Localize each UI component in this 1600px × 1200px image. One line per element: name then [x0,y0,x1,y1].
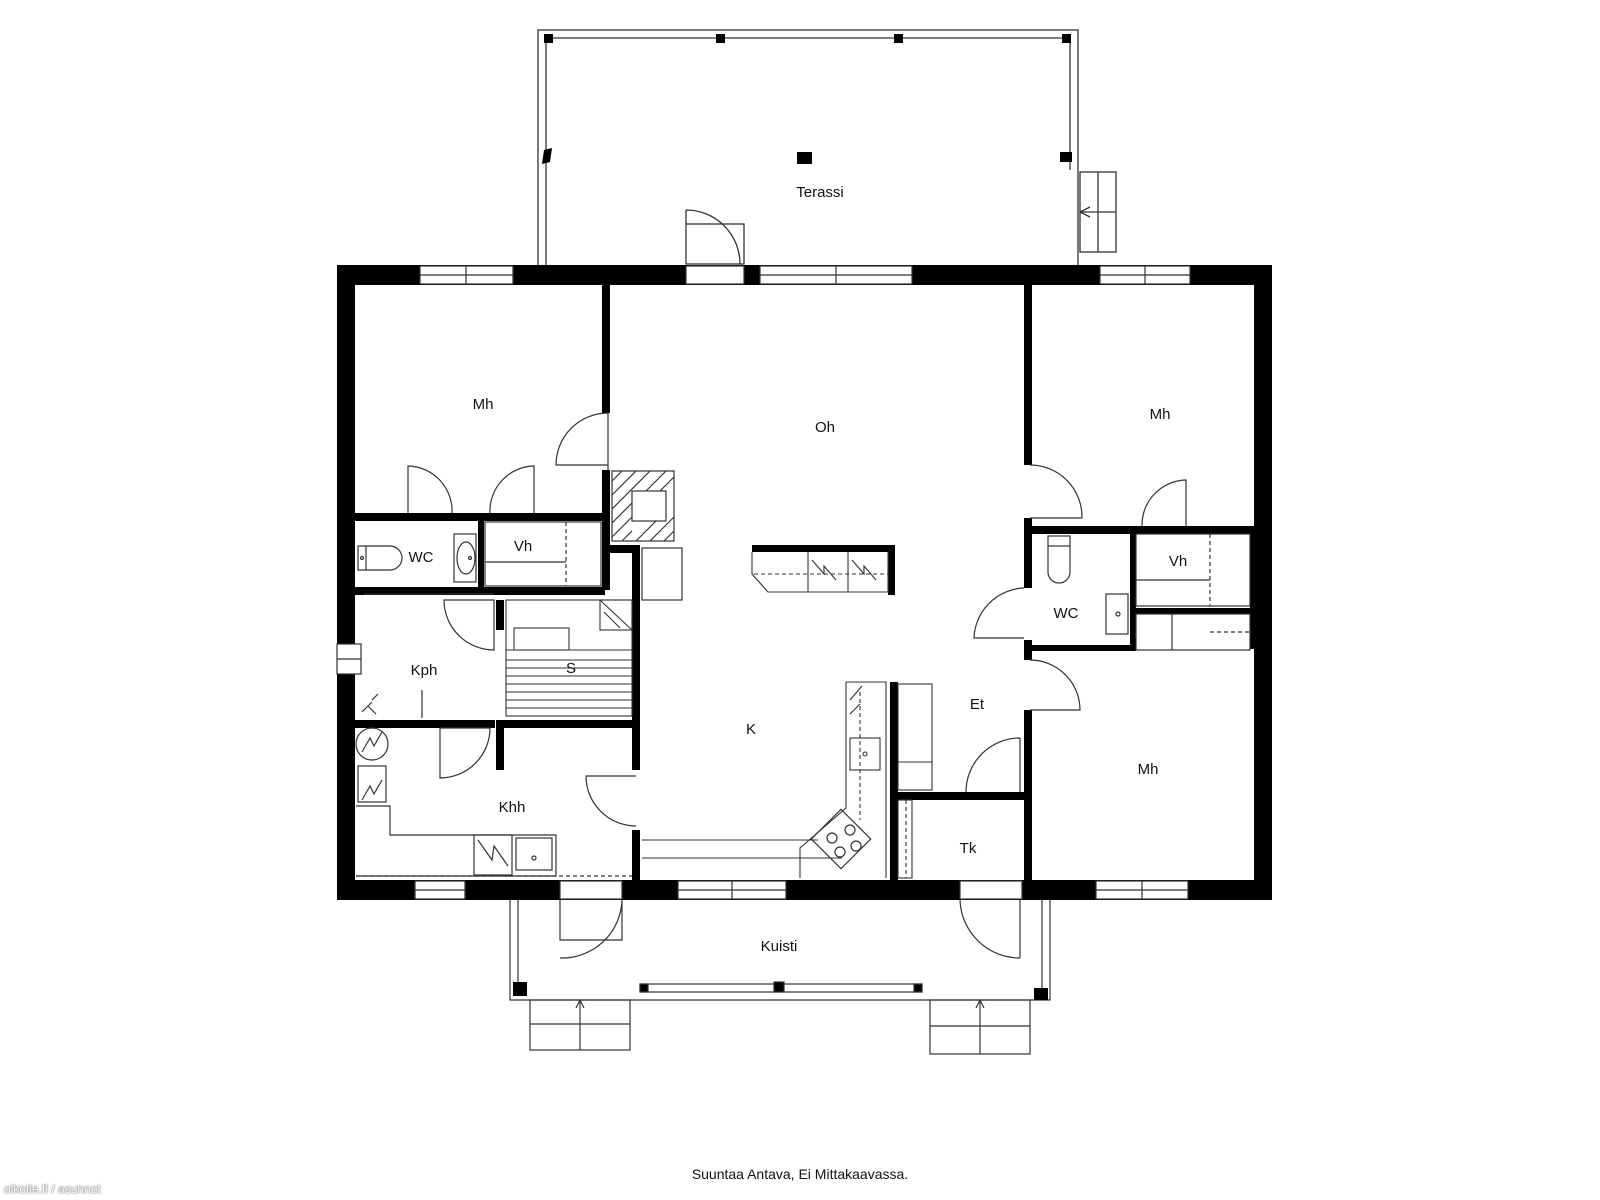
label-wc-left: WC [409,549,434,566]
label-oh: Oh [815,419,835,436]
label-kuisti: Kuisti [761,938,798,955]
terrace [537,29,1117,265]
fireplace-icon [611,470,683,601]
label-khh: Khh [499,799,526,816]
label-mh-right-bottom: Mh [1138,761,1159,778]
label-s: S [566,660,576,677]
windows [336,265,1191,900]
label-vh-right: Vh [1169,553,1187,570]
label-k: K [746,721,756,738]
closet-right [1135,533,1251,651]
disclaimer-caption: Suuntaa Antava, Ei Mittakaavassa. [691,1166,909,1182]
porch [509,900,1051,1001]
stove-icon [810,808,872,870]
laundry-counter [356,805,632,877]
label-wc-right: WC [1054,605,1079,622]
entry-closet [897,683,933,879]
water-heater-icon [355,727,389,803]
sauna-benches [505,599,633,717]
label-et: Et [970,696,985,713]
exterior-walls [337,265,1272,900]
label-vh-left: Vh [514,538,532,555]
label-kph: Kph [411,662,438,679]
label-mh-left: Mh [473,396,494,413]
closet-left [484,521,602,587]
toilet-icon [1047,535,1071,584]
kitchen-island [751,552,889,593]
label-tk: Tk [960,840,977,857]
label-mh-right-top: Mh [1150,406,1171,423]
toilet-icon [357,545,403,571]
watermark: oikotie.fi / asunnot [4,1182,101,1196]
interior-walls [355,285,1254,880]
door-swing-icon [407,412,1187,959]
sink-icon [1105,593,1129,635]
shower-icon [361,593,494,718]
stairs-icon [529,999,1031,1055]
sink-icon [453,533,477,583]
label-terassi: Terassi [796,184,844,201]
